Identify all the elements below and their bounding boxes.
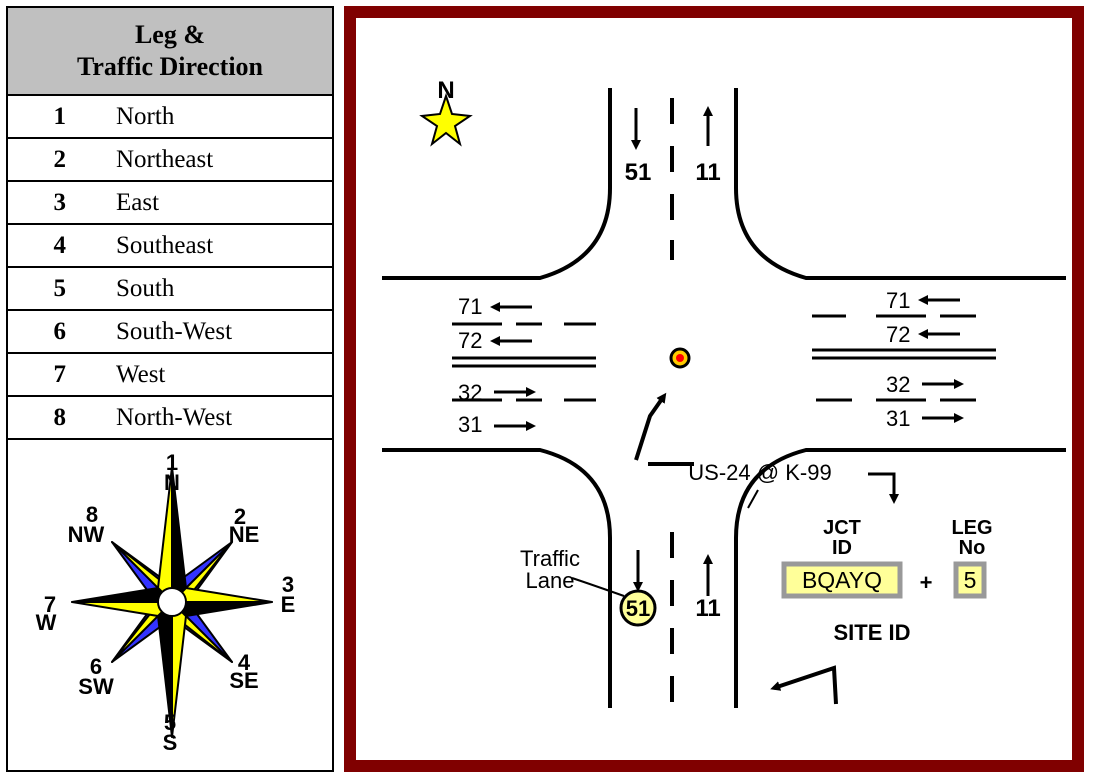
- legend-header: Leg & Traffic Direction: [8, 8, 332, 96]
- east-lane-top2: 72: [886, 322, 910, 347]
- legend-title-line1: Leg &: [134, 20, 206, 49]
- legend-row-number: 7: [53, 360, 67, 388]
- jct-id-value: BQAYQ: [802, 567, 882, 593]
- legend-row-direction: East: [116, 188, 160, 216]
- legend-row: 6 South-West: [8, 311, 332, 354]
- west-lane-bot2: 31: [458, 412, 482, 437]
- traffic-lane-highlight: [619, 589, 657, 627]
- compass-n-number: 1: [166, 450, 178, 475]
- legend-row-number: 5: [53, 274, 67, 302]
- compass-rose: 1 N 2 NE 3 E 4 SE 5 S 6 SW 7 W 8 NW: [36, 450, 296, 755]
- east-lane-bot1: 32: [886, 372, 910, 397]
- legend-row-number: 6: [53, 317, 67, 345]
- compass-cardinal-points: [71, 466, 273, 738]
- legend-row-number: 4: [53, 231, 67, 259]
- legend-row: 5 South: [8, 268, 332, 311]
- west-lane-top1: 71: [458, 294, 482, 319]
- legend-row: 2 Northeast: [8, 139, 332, 182]
- junction-label-arrow: [868, 472, 899, 504]
- legend-row-number: 3: [53, 188, 67, 216]
- legend-row-direction: South: [116, 274, 175, 302]
- east-leg-lanes: 71 72 32 31: [886, 288, 910, 431]
- compass-se-number: 4: [238, 650, 251, 675]
- leg-no-label-2: No: [959, 537, 986, 559]
- legend-row-direction: North: [116, 102, 175, 130]
- site-id-pointer-arrow: [770, 665, 838, 705]
- west-lane-top2: 72: [458, 328, 482, 353]
- direction-legend-table: Leg & Traffic Direction 1 North 2 Northeas…: [6, 6, 334, 772]
- north-leg-lane-right: 11: [695, 159, 720, 186]
- legend-row-direction: Northeast: [116, 145, 214, 173]
- legend-row-number: 8: [53, 403, 67, 431]
- legend-row-direction: South-West: [116, 317, 233, 345]
- jct-id-label-2: ID: [832, 537, 852, 559]
- west-lane-bot1: 32: [458, 380, 482, 405]
- legend-row-direction: West: [116, 360, 166, 388]
- south-leg-lane-left: 51: [626, 596, 650, 621]
- compass-nw-number: 8: [86, 502, 98, 527]
- compass-se-abbr: SE: [229, 668, 258, 693]
- traffic-lane-leader: [571, 577, 625, 597]
- east-lane-bot2: 31: [886, 406, 910, 431]
- compass-sw-abbr: SW: [78, 674, 114, 699]
- road-edges: [382, 88, 1066, 708]
- legend-title-line2: Traffic Direction: [76, 52, 264, 81]
- junction-name-label: US-24 @ K-99: [688, 460, 831, 485]
- ew-centerlines: [452, 348, 996, 368]
- jct-id-box: [781, 561, 903, 599]
- south-leg-lane-right: 11: [695, 595, 720, 622]
- legend-row-direction: North-West: [116, 403, 233, 431]
- compass-e-abbr: E: [281, 592, 296, 617]
- east-lane-top1: 71: [886, 288, 910, 313]
- intersection-svg: N: [382, 77, 1066, 708]
- west-leg-lanes: 71 72 32 31: [458, 294, 482, 437]
- legend-row-number: 2: [53, 145, 67, 173]
- north-leg-lane-left: 51: [625, 159, 652, 186]
- compass-e-number: 3: [282, 572, 294, 597]
- compass-s-number: 5: [164, 710, 176, 735]
- junction-pointer-arrow: [634, 392, 667, 461]
- leg-no-box: [953, 561, 987, 599]
- legend-row: 4 Southeast: [8, 225, 332, 268]
- site-id-label: SITE ID: [833, 620, 910, 645]
- compass-center: [157, 587, 187, 617]
- intersection-diagram: N: [344, 6, 1084, 772]
- traffic-lane-label-2: Lane: [526, 568, 575, 593]
- compass-w-number: 7: [44, 592, 56, 617]
- legend-row: 3 East: [8, 182, 332, 225]
- compass-w-abbr: W: [36, 610, 57, 635]
- compass-s-abbr: S: [163, 730, 178, 755]
- leg-no-value: 5: [964, 567, 977, 593]
- north-star-icon: [419, 92, 473, 147]
- traffic-lane-label-1: Traffic: [520, 546, 580, 571]
- compass-ne-number: 2: [234, 504, 246, 529]
- legend-row-number: 1: [53, 102, 67, 130]
- junction-label-leader: [747, 489, 759, 509]
- junction-point-icon: [669, 347, 691, 369]
- compass-n-abbr: N: [164, 470, 180, 495]
- legend-row: 1 North: [8, 96, 332, 139]
- compass-nw-abbr: NW: [68, 522, 105, 547]
- north-label: N: [437, 77, 454, 104]
- leg-no-label-1: LEG: [951, 517, 992, 539]
- legend-row: 8 North-West: [8, 397, 332, 440]
- site-id-labels: JCT ID LEG No: [823, 517, 992, 559]
- legend-row: 7 West: [8, 354, 332, 397]
- compass-ne-abbr: NE: [229, 522, 260, 547]
- compass-rose-cell: 1 N 2 NE 3 E 4 SE 5 S 6 SW 7 W 8 NW: [8, 442, 332, 770]
- plus-sign: +: [920, 570, 933, 595]
- jct-id-label-1: JCT: [823, 517, 861, 539]
- legend-row-direction: Southeast: [116, 231, 214, 259]
- lane-dashes: [452, 314, 976, 402]
- compass-sw-number: 6: [90, 654, 102, 679]
